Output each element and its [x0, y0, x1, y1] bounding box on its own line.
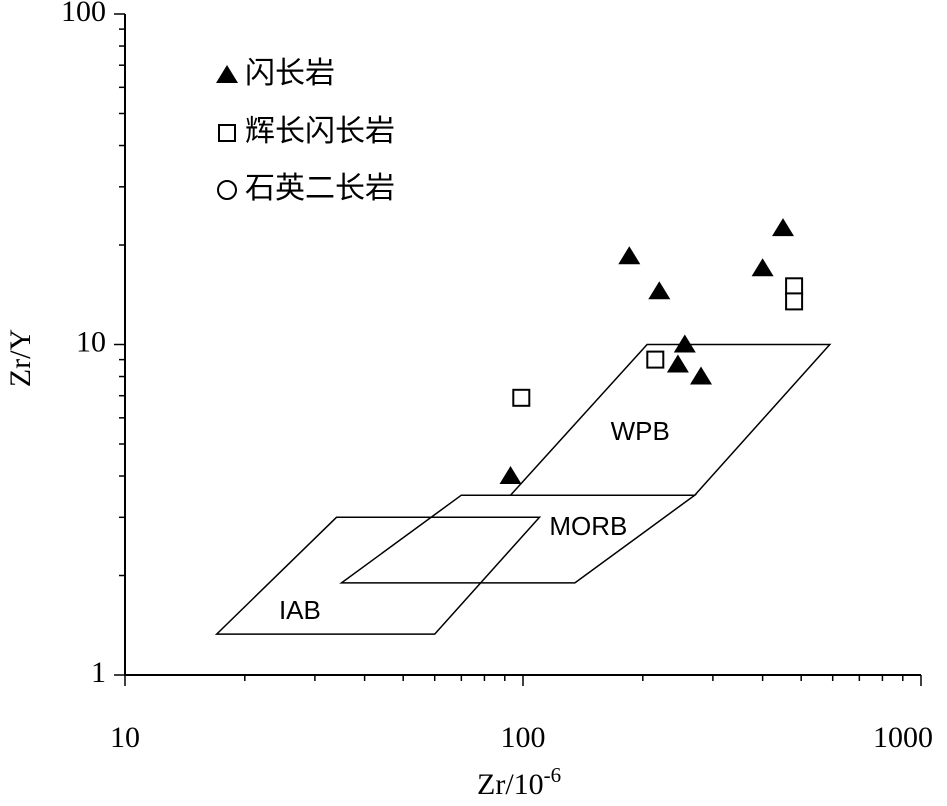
data-point-square-open [646, 350, 665, 369]
data-point-square-open [785, 277, 804, 296]
data-point-triangle-filled [666, 354, 689, 373]
x-tick-label: 10 [110, 721, 140, 754]
data-point-square-open [512, 388, 531, 407]
field-wpb [508, 343, 832, 496]
data-point-triangle-filled [690, 366, 712, 385]
x-axis-title: Zr/10-6 [477, 763, 561, 801]
field-morb [339, 494, 697, 584]
field-label-iab: IAB [279, 595, 321, 625]
data-point-square-open [785, 292, 804, 311]
x-axis-title-exponent: -6 [544, 763, 562, 787]
legend-label-1: 闪长岩 [245, 57, 335, 90]
data-point-triangle-filled [618, 246, 641, 265]
data-point-triangle-filled [648, 281, 671, 300]
x-tick-label: 100 [501, 721, 546, 754]
data-point-triangle-filled [499, 466, 522, 484]
y-tick-label: 1 [91, 656, 106, 689]
field-label-wpb: WPB [611, 416, 670, 446]
data-point-triangle-filled [772, 218, 794, 237]
y-axis-title: Zr/Y [4, 329, 37, 387]
legend-label-3: 石英二长岩 [245, 172, 395, 205]
y-tick-label: 10 [76, 325, 106, 358]
data-point-triangle-filled [673, 334, 696, 353]
data-point-triangle-filled [751, 258, 774, 277]
field-label-morb: MORB [549, 511, 627, 541]
legend-marker-square-open [218, 124, 236, 142]
legend-marker-circle-open [217, 180, 237, 200]
field-iab [214, 516, 542, 635]
y-tick-label: 100 [61, 0, 106, 28]
legend-label-2: 辉长闪长岩 [245, 115, 395, 148]
x-axis-title-base: Zr/10 [477, 768, 544, 801]
legend-marker-triangle-filled [216, 65, 238, 83]
x-tick-label: 1000 [873, 721, 933, 754]
